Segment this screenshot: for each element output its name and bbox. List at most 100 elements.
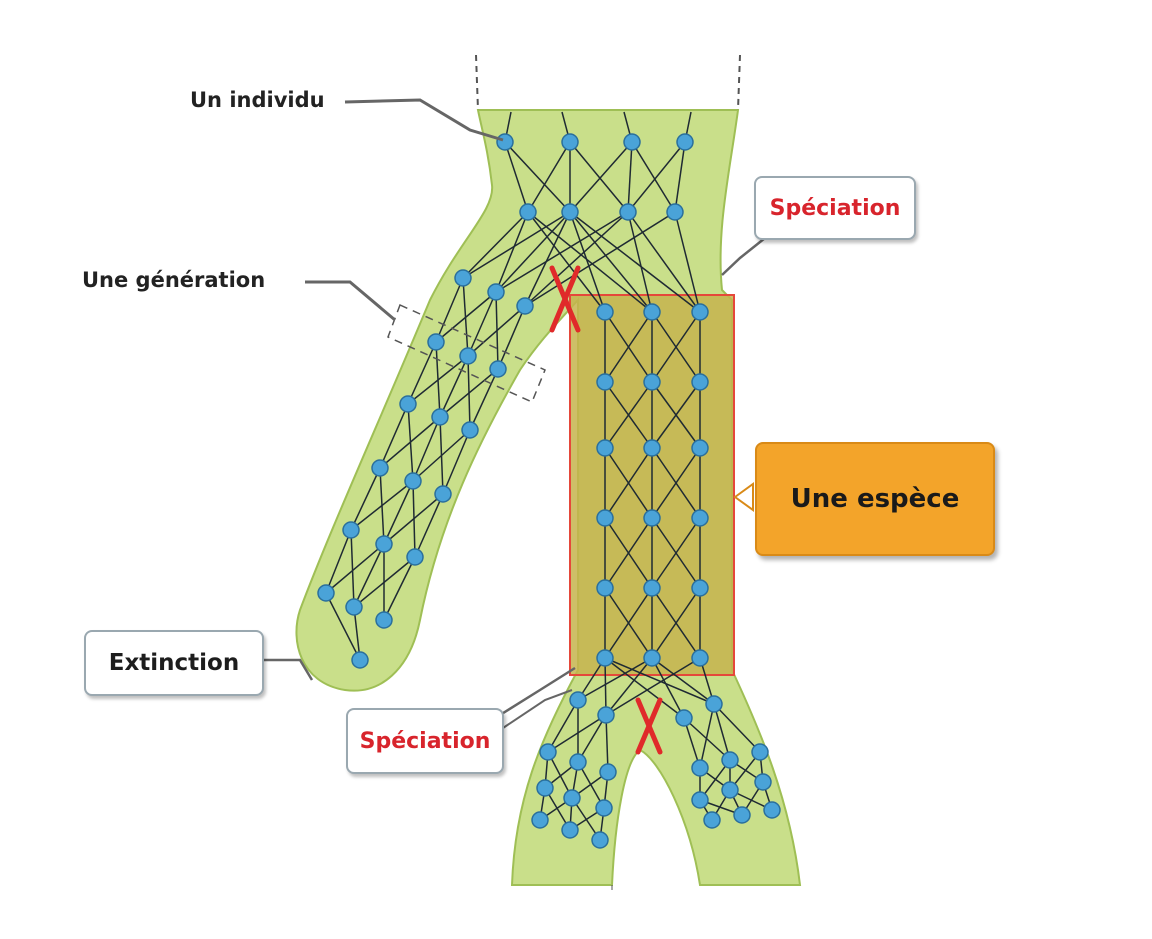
individual-node — [733, 806, 751, 824]
individual-node — [676, 133, 694, 151]
individual-node — [643, 579, 661, 597]
individual-node — [703, 811, 721, 829]
individual-node — [375, 611, 393, 629]
lineage-edge — [495, 211, 629, 293]
lineage-edge — [442, 429, 471, 495]
individual-node — [619, 203, 637, 221]
individual-node — [563, 789, 581, 807]
lineage-edge — [497, 305, 526, 370]
label-speciation-top-box: Spéciation — [754, 176, 916, 240]
label-espece: Une espèce — [790, 484, 960, 514]
lineage-edge — [627, 211, 653, 313]
individual-node — [763, 801, 781, 819]
lineage-edge — [462, 211, 571, 279]
lineage-edge — [605, 714, 609, 773]
individual-node — [569, 753, 587, 771]
individual-node — [691, 759, 709, 777]
lineage-edge — [604, 311, 653, 383]
lineage-edge — [325, 592, 361, 661]
individual-node — [351, 651, 369, 669]
individual-node — [643, 649, 661, 667]
individual-node — [561, 133, 579, 151]
lineage-edge — [325, 543, 385, 594]
lineage-edge — [604, 657, 685, 719]
lineage-edge — [407, 355, 469, 405]
lineage-edge — [379, 403, 409, 469]
individual-node — [597, 706, 615, 724]
individual-node — [721, 781, 739, 799]
individual-node — [454, 269, 472, 287]
lineage-edge — [651, 311, 701, 383]
individual-node — [496, 133, 514, 151]
top-dashed-left — [475, 54, 479, 111]
lineage-edge — [569, 141, 633, 213]
individual-node — [406, 548, 424, 566]
individual-node — [691, 791, 709, 809]
lineage-edge — [414, 493, 444, 558]
lineage-edge — [524, 211, 629, 307]
lineage-edge — [604, 587, 653, 659]
lineage-edge — [379, 416, 441, 469]
label-speciation-top: Spéciation — [769, 195, 901, 221]
individual-node — [489, 360, 507, 378]
lineage-edge — [547, 699, 579, 753]
lineage-edge — [504, 141, 571, 213]
individual-node — [643, 303, 661, 321]
lineage-edge — [350, 480, 414, 531]
lineage-edge — [674, 141, 686, 213]
individual-node — [519, 203, 537, 221]
lineage-edge — [577, 714, 607, 763]
individual-node — [459, 347, 477, 365]
lineage-edge — [527, 211, 606, 313]
lineage-edge — [604, 657, 715, 705]
lineage-edge — [353, 556, 416, 608]
espece-pointer-arrow — [733, 482, 754, 512]
individual-node — [596, 303, 614, 321]
individual-node — [596, 509, 614, 527]
lineage-edge — [604, 657, 607, 716]
individual-node — [561, 203, 579, 221]
lineage-edge — [674, 211, 701, 313]
lineage-edge — [569, 211, 701, 313]
lineage-edge — [353, 606, 361, 661]
lineage-edge — [350, 467, 381, 531]
lineage-edge — [699, 703, 715, 769]
espece-callout: Une espèce — [755, 442, 995, 556]
lineage-edge — [407, 341, 437, 405]
lineage-edge — [631, 141, 676, 213]
individual-node — [569, 691, 587, 709]
individual-node — [345, 598, 363, 616]
lineage-edge — [350, 529, 355, 608]
individual-node — [691, 579, 709, 597]
individual-node — [596, 373, 614, 391]
speciation-bottom-leader-2 — [499, 689, 573, 731]
individual-node — [643, 439, 661, 457]
lineage-edge — [527, 141, 571, 213]
individual-node — [596, 579, 614, 597]
individual-node — [691, 509, 709, 527]
lineage-edge — [524, 211, 676, 307]
individual-nodes — [317, 133, 781, 849]
individual-node — [317, 584, 335, 602]
lineage-edge — [547, 714, 607, 753]
individual-node — [371, 459, 389, 477]
lineage-edge — [651, 517, 701, 589]
label-speciation-bottom: Spéciation — [359, 728, 491, 754]
individual-node — [691, 649, 709, 667]
lineage-edge — [605, 657, 701, 716]
speciation-top-leader — [721, 237, 766, 276]
generation-bracket — [387, 303, 546, 404]
individual-node — [431, 408, 449, 426]
lineage-edge — [412, 429, 471, 482]
individual-node — [595, 799, 613, 817]
lineage-edge — [651, 381, 701, 449]
lineage-edge — [495, 211, 529, 293]
individual-node — [691, 303, 709, 321]
individu-leader — [344, 98, 504, 142]
lineage-edge — [713, 703, 761, 753]
lineage-edge — [467, 291, 497, 357]
individual-node — [691, 373, 709, 391]
individual-node — [487, 283, 505, 301]
lineage-edge — [651, 587, 701, 659]
